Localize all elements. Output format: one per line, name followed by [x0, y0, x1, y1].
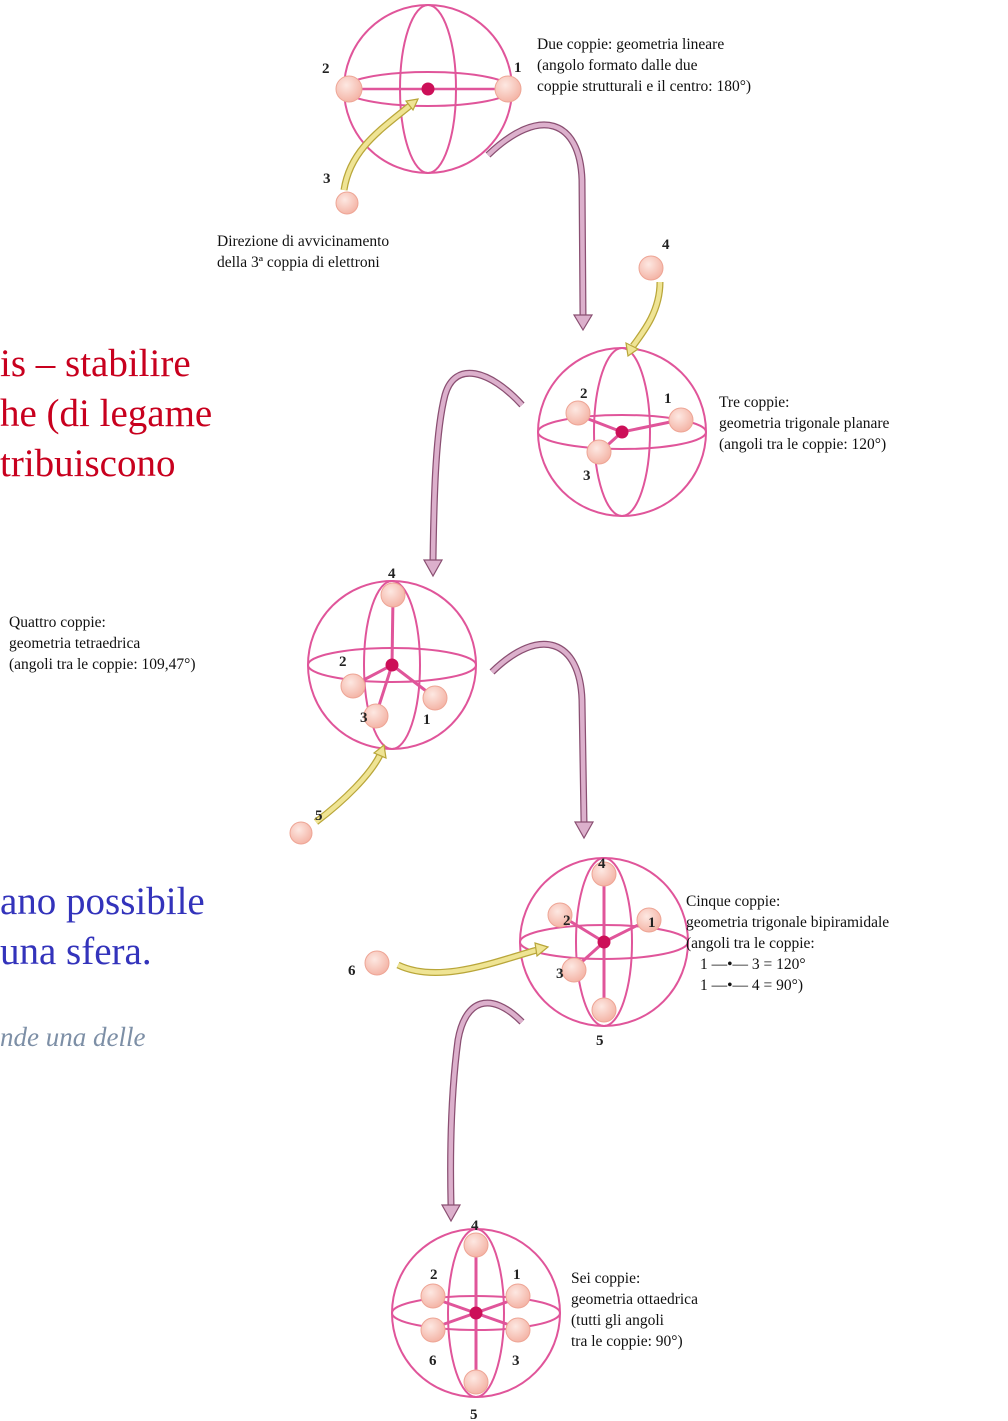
- pair-number-label: 1: [664, 391, 672, 407]
- caption-line: Sei coppie:: [571, 1270, 641, 1287]
- caption-line: 1 —•— 4 = 90°): [700, 977, 804, 994]
- pair-number-label: 4: [388, 566, 396, 582]
- electron-pair-lobe: [420, 1283, 446, 1309]
- pair-number-label: 4: [471, 1218, 479, 1234]
- electron-pair-lobe: [591, 997, 617, 1023]
- caption-line: tra le coppie: 90°): [571, 1333, 683, 1350]
- pair-number-label: 5: [470, 1407, 478, 1421]
- electron-pair-lobe: [463, 1369, 489, 1395]
- caption-line: geometria tetraedrica: [9, 635, 141, 652]
- electron-pair-lobe: [380, 582, 406, 608]
- electron-pair-lobe: [335, 191, 359, 215]
- transition-arrow: [489, 640, 588, 823]
- center-atom-dot: [385, 658, 399, 672]
- caption-line: (angoli tra le coppie: 109,47°): [9, 656, 196, 673]
- pair-number-label: 4: [662, 237, 670, 253]
- caption-line: (tutti gli angoli: [571, 1312, 664, 1329]
- electron-pair-lobe: [547, 902, 573, 928]
- caption-six-pairs: Sei coppie: geometria ottaedrica (tutti …: [571, 1268, 698, 1352]
- slide-text-line: is – stabilire: [0, 342, 191, 385]
- caption-line: Cinque coppie:: [686, 893, 781, 910]
- approach-arrow: [630, 281, 664, 349]
- transition-arrow: [429, 369, 525, 561]
- center-atom-dot: [421, 82, 435, 96]
- electron-pair-lobe: [591, 861, 617, 887]
- slide-text-blue: ano possibile una sfera.: [0, 877, 205, 977]
- electron-pair-lobe: [364, 950, 390, 976]
- electron-pair-lobe: [422, 685, 448, 711]
- electron-pair-lobe: [289, 821, 313, 845]
- pair-number-label: 5: [315, 808, 323, 824]
- caption-two-pairs: Due coppie: geometria lineare (angolo fo…: [537, 34, 751, 97]
- electron-pair-lobe: [335, 75, 363, 103]
- slide-text-line: he (di legame: [0, 392, 213, 435]
- electron-pair-lobe: [505, 1317, 531, 1343]
- caption-line: (angoli tra le coppie:: [686, 935, 815, 952]
- center-atom-dot: [469, 1306, 483, 1320]
- caption-line: 1 —•— 3 = 120°: [700, 956, 806, 973]
- caption-line: Due coppie: geometria lineare: [537, 36, 725, 53]
- transition-arrow: [485, 121, 587, 316]
- pair-number-label: 1: [514, 60, 522, 76]
- slide-text-red: is – stabilire he (di legame tribuiscono: [0, 339, 212, 489]
- pair-number-label: 2: [580, 386, 588, 402]
- pair-number-label: 3: [556, 966, 564, 982]
- pair-number-label: 3: [583, 468, 591, 484]
- caption-line: Tre coppie:: [719, 394, 790, 411]
- caption-line: Quattro coppie:: [9, 614, 106, 631]
- caption-approach: Direzione di avvicinamento della 3ª copp…: [217, 231, 389, 273]
- slide-text-italic: nde una delle: [0, 1022, 146, 1052]
- pair-number-label: 4: [598, 856, 606, 872]
- caption-three-pairs: Tre coppie: geometria trigonale planare …: [719, 392, 889, 455]
- pair-number-label: 3: [512, 1353, 520, 1369]
- pair-number-label: 2: [322, 61, 330, 77]
- pair-number-label: 6: [348, 963, 356, 979]
- caption-line: (angolo formato dalle due: [537, 57, 698, 74]
- electron-pair-lobe: [561, 957, 587, 983]
- slide-text-line: tribuiscono: [0, 442, 176, 485]
- center-atom-dot: [615, 425, 629, 439]
- electron-pair-lobe: [668, 407, 694, 433]
- caption-line: geometria ottaedrica: [571, 1291, 698, 1308]
- electron-pair-lobe: [638, 255, 664, 281]
- caption-five-pairs: Cinque coppie: geometria trigonale bipir…: [686, 891, 889, 996]
- caption-line: (angoli tra le coppie: 120°): [719, 436, 887, 453]
- caption-line: della 3ª coppia di elettroni: [217, 254, 380, 271]
- pair-number-label: 2: [430, 1267, 438, 1283]
- pair-number-label: 1: [648, 915, 656, 931]
- electron-pair-lobe: [505, 1283, 531, 1309]
- pair-number-label: 1: [513, 1267, 521, 1283]
- electron-pair-lobe: [463, 1232, 489, 1258]
- caption-line: Direzione di avvicinamento: [217, 233, 390, 250]
- slide-text-line: ano possibile: [0, 880, 205, 923]
- caption-line: geometria trigonale planare: [719, 415, 890, 432]
- pair-number-label: 6: [429, 1353, 437, 1369]
- pair-number-label: 1: [423, 712, 431, 728]
- caption-line: coppie strutturali e il centro: 180°): [537, 78, 752, 95]
- center-atom-dot: [597, 935, 611, 949]
- electron-pair-lobe: [636, 907, 662, 933]
- caption-four-pairs: Quattro coppie: geometria tetraedrica (a…: [9, 612, 196, 675]
- pair-number-label: 5: [596, 1033, 604, 1049]
- pair-number-label: 2: [563, 913, 571, 929]
- electron-pair-lobe: [494, 75, 522, 103]
- pair-number-label: 2: [339, 654, 347, 670]
- slide-text-line: una sfera.: [0, 930, 152, 973]
- electron-pair-lobe: [565, 400, 591, 426]
- electron-pair-lobe: [363, 703, 389, 729]
- electron-pair-lobe: [420, 1317, 446, 1343]
- electron-pair-lobe: [340, 673, 366, 699]
- caption-line: geometria trigonale bipiramidale: [686, 914, 890, 931]
- pair-number-label: 3: [323, 171, 331, 187]
- pair-number-label: 3: [360, 710, 368, 726]
- electron-pair-lobe: [586, 439, 612, 465]
